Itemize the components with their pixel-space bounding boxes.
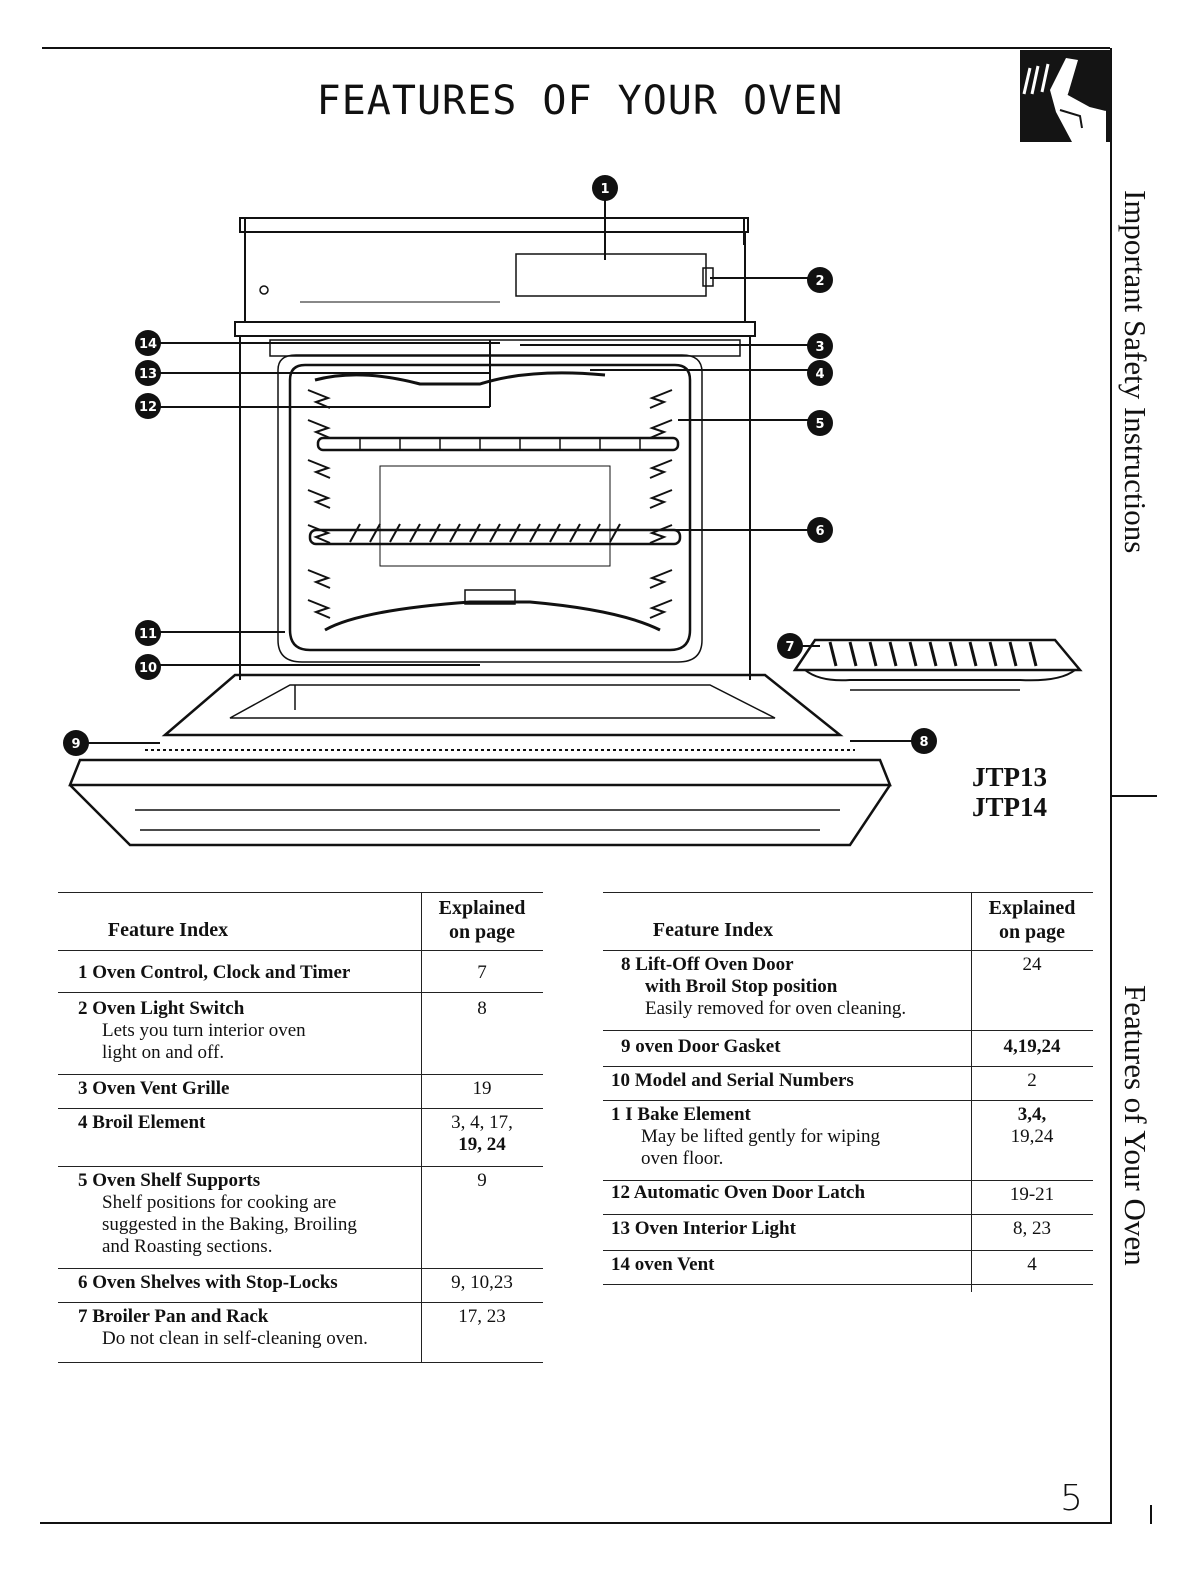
right-row-11-page2: 19,24 [1010,1126,1054,1147]
right-row-9-title: 9 oven Door Gasket [621,1036,781,1057]
left-header-feature: Feature Index [107,919,229,941]
left-row-7-title: 7 Broiler Pan and Rack [78,1306,269,1327]
right-row-11-page: 3,4, [1017,1104,1047,1125]
page-number: 5 [1060,1478,1083,1519]
callout-7: 7 [785,640,794,655]
left-row-2-title: 2 Oven Light Switch [78,998,245,1019]
callout-4: 4 [815,367,824,382]
top-rule [42,47,1110,49]
callout-3: 3 [815,340,824,355]
side-tab-features[interactable]: Features of Your Oven [1118,985,1153,1266]
callout-5: 5 [815,417,824,432]
left-row-3-page: 19 [472,1078,492,1099]
right-row-13-title: 13 Oven Interior Light [611,1218,796,1239]
callout-badges: 1 2 3 4 5 6 7 8 9 10 11 12 13 14 [63,175,937,756]
right-row-14-title: 14 oven Vent [611,1254,715,1275]
right-header-feature: Feature Index [652,919,774,941]
side-bottom-tick [1150,1505,1152,1524]
left-header-explained: Explained [438,897,526,919]
left-row-7-desc: Do not clean in self-cleaning oven. [102,1328,368,1349]
left-row-5-desc3: and Roasting sections. [102,1236,273,1257]
left-row-2-page: 8 [477,998,487,1019]
right-row-8-desc: Easily removed for oven cleaning. [645,998,907,1019]
left-row-5-page: 9 [477,1170,487,1191]
right-feature-table: Feature Index Explained on page 8 Lift-O… [603,892,1093,1302]
right-header-on-page: on page [998,921,1066,943]
left-row-6-title: 6 Oven Shelves with Stop-Locks [78,1272,338,1293]
left-row-4-page: 3, 4, 17, [451,1112,513,1133]
bottom-rule [40,1522,1112,1524]
callout-12: 12 [139,400,157,415]
right-row-11-desc2: oven floor. [641,1148,724,1169]
left-row-2-desc: Lets you turn interior oven [102,1020,306,1041]
page-title: FEATURES OF YOUR OVEN [316,78,844,124]
callout-2: 2 [815,274,824,289]
callout-1: 1 [600,182,609,197]
right-row-11-title: 1 I Bake Element [611,1104,751,1125]
callout-10: 10 [139,661,157,676]
callout-9: 9 [71,737,80,752]
side-tab-safety[interactable]: Important Safety Instructions [1118,190,1153,554]
side-tab-separator [1111,795,1157,797]
right-row-12-title: 12 Automatic Oven Door Latch [611,1182,866,1203]
left-header-on-page: on page [448,921,516,943]
right-row-11-desc: May be lifted gently for wiping [641,1126,881,1147]
callout-8: 8 [919,735,928,750]
oven-diagram: 1 2 3 4 5 6 7 8 9 10 11 12 13 14 [63,175,1083,847]
right-header-explained: Explained [988,897,1076,919]
hand-pressing-button-icon [1020,50,1111,142]
right-row-10-title: 10 Model and Serial Numbers [611,1070,854,1091]
right-row-10-page: 2 [1027,1070,1037,1091]
callout-13: 13 [139,367,157,382]
left-row-6-page: 9, 10,23 [451,1272,513,1293]
left-row-5-desc2: suggested in the Baking, Broiling [102,1214,357,1235]
right-row-13-page: 8, 23 [1013,1218,1051,1239]
callout-11: 11 [139,627,157,642]
model-number-2: JTP14 [972,792,1048,822]
left-feature-table: Feature Index Explained on page 1 Oven C… [58,892,543,1372]
left-row-4-page2: 19, 24 [458,1134,506,1155]
left-row-5-desc: Shelf positions for cooking are [102,1192,337,1213]
right-row-12-page: 19-21 [1009,1184,1055,1205]
left-row-5-title: 5 Oven Shelf Supports [78,1170,261,1191]
right-row-8-title: 8 Lift-Off Oven Door [621,954,794,975]
left-row-3-title: 3 Oven Vent Grille [78,1078,230,1099]
right-row-9-page: 4,19,24 [1003,1036,1061,1057]
left-row-4-title: 4 Broil Element [78,1112,206,1133]
right-row-8-page: 24 [1022,954,1042,975]
left-row-1-page: 7 [477,962,487,983]
left-row-1-title: 1 Oven Control, Clock and Timer [78,962,351,983]
model-number-1: JTP13 [972,762,1048,792]
callout-14: 14 [139,337,157,352]
callout-6: 6 [815,524,824,539]
left-row-2-desc2: light on and off. [102,1042,225,1063]
left-row-7-page: 17, 23 [458,1306,506,1327]
side-rule [1110,48,1112,1524]
right-row-14-page: 4 [1027,1254,1037,1275]
right-row-8-title2: with Broil Stop position [645,976,838,997]
